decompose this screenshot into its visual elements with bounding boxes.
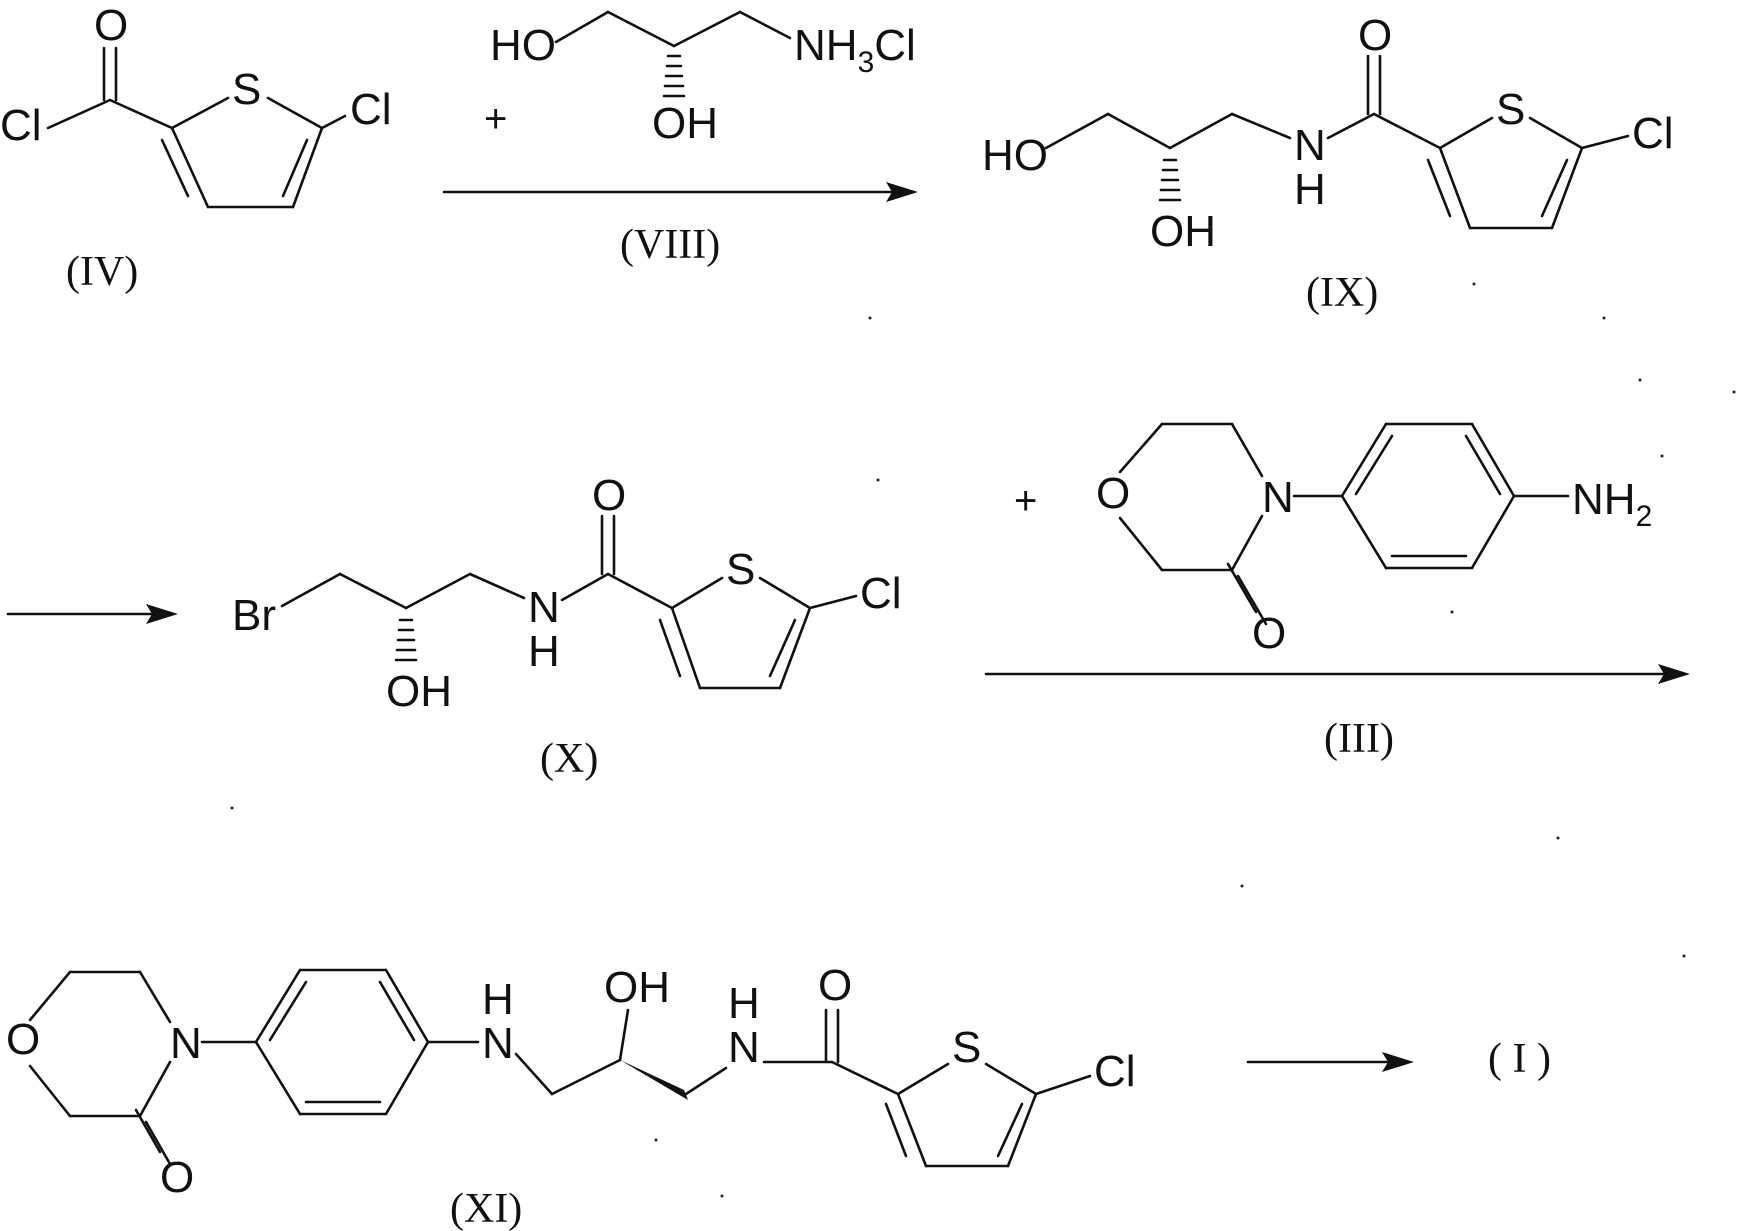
iii-amine-atom: NH2 bbox=[1572, 475, 1652, 533]
xi-bold-wedge bbox=[620, 1060, 688, 1100]
x-n-atom: N bbox=[528, 583, 560, 632]
x-o-atom: O bbox=[592, 471, 626, 520]
xi-s-atom: S bbox=[952, 1023, 981, 1072]
compound-iii: O N O NH2 bbox=[1096, 424, 1652, 658]
xi-o-keto-atom: O bbox=[160, 1153, 194, 1202]
reaction-arrow-2 bbox=[8, 604, 178, 624]
viii-hashed-wedge bbox=[664, 56, 684, 96]
iv-cl-acyl-atom: Cl bbox=[0, 101, 42, 150]
ix-cl-atom: Cl bbox=[1632, 109, 1674, 158]
label-xi: (XI) bbox=[450, 1186, 522, 1231]
plus-sign-2: + bbox=[1014, 479, 1037, 523]
ix-ho-atom: HO bbox=[982, 131, 1048, 180]
iv-cl-ring-atom: Cl bbox=[350, 85, 392, 134]
reaction-arrow-1 bbox=[444, 182, 918, 202]
iv-s-atom: S bbox=[232, 65, 261, 114]
x-h-atom: H bbox=[528, 627, 560, 676]
compound-xi: O N O H N OH H N O bbox=[6, 961, 1136, 1231]
xi-oh-atom: OH bbox=[604, 963, 670, 1012]
iv-o-atom: O bbox=[94, 1, 128, 50]
iii-o-ring-atom: O bbox=[1096, 469, 1130, 518]
xi-n-ring-atom: N bbox=[170, 1019, 202, 1068]
xi-amide-o-atom: O bbox=[818, 961, 852, 1010]
x-br-atom: Br bbox=[232, 591, 276, 640]
x-oh-atom: OH bbox=[386, 667, 452, 716]
label-iv: (IV) bbox=[66, 249, 138, 295]
label-x: (X) bbox=[540, 736, 598, 782]
x-hashed-wedge bbox=[396, 620, 416, 660]
iii-o-keto-atom: O bbox=[1252, 609, 1286, 658]
compound-iv: O Cl S Cl (IV) bbox=[0, 1, 392, 295]
xi-o-ring-atom: O bbox=[6, 1015, 40, 1064]
x-cl-atom: Cl bbox=[860, 569, 902, 618]
compound-x: Br OH N H O S Cl (X) bbox=[232, 471, 902, 782]
ix-s-atom: S bbox=[1496, 85, 1525, 134]
iii-n-atom: N bbox=[1262, 473, 1294, 522]
viii-oh-atom: OH bbox=[652, 99, 718, 148]
compound-viii: HO NH3Cl OH (VIII) bbox=[490, 12, 916, 268]
label-iii: (III) bbox=[1324, 716, 1394, 762]
reaction-arrow-4 bbox=[1248, 1052, 1414, 1072]
reaction-arrow-3 bbox=[986, 664, 1690, 684]
xi-amide-h-atom: H bbox=[728, 979, 760, 1028]
ix-h-atom: H bbox=[1294, 165, 1326, 214]
x-s-atom: S bbox=[726, 545, 755, 594]
xi-amide-n-atom: N bbox=[728, 1023, 760, 1072]
ix-n-atom: N bbox=[1294, 121, 1326, 170]
plus-sign-1: + bbox=[484, 97, 507, 141]
label-ix: (IX) bbox=[1306, 270, 1378, 316]
label-product-i: ( I ) bbox=[1488, 1036, 1551, 1082]
xi-cl-atom: Cl bbox=[1094, 1047, 1136, 1096]
ix-oh-atom: OH bbox=[1150, 207, 1216, 256]
viii-amine-atom: NH3Cl bbox=[794, 21, 916, 79]
ix-hashed-wedge bbox=[1160, 160, 1180, 200]
ix-o-atom: O bbox=[1358, 11, 1392, 60]
viii-ho-atom: HO bbox=[490, 21, 556, 70]
compound-ix: HO OH N H O S Cl (IX) bbox=[982, 11, 1674, 316]
xi-nh-n-atom: N bbox=[482, 1019, 514, 1068]
label-viii: (VIII) bbox=[620, 222, 720, 268]
xi-nh-h-atom: H bbox=[482, 975, 514, 1024]
